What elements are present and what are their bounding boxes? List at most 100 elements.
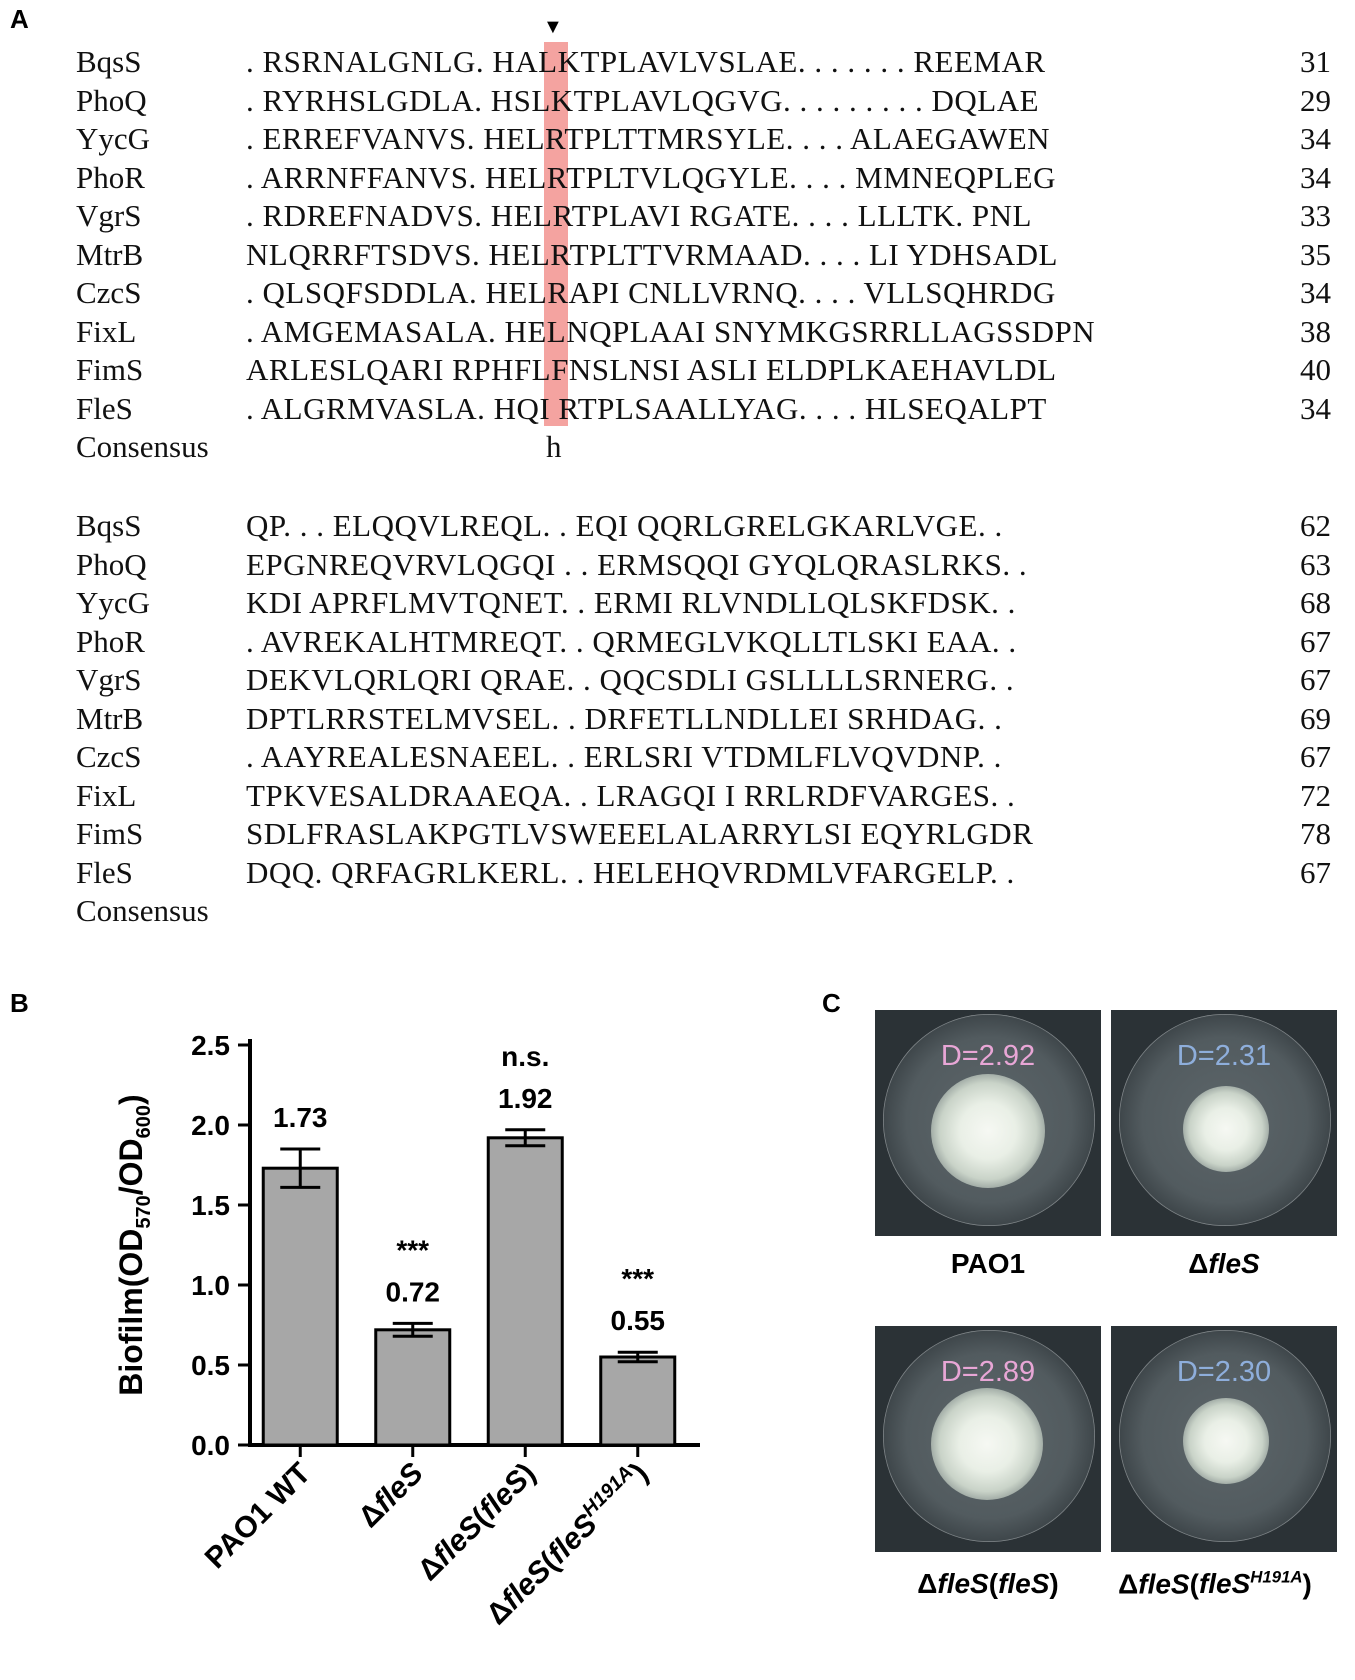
x-tick-label: PAO1 WT <box>199 1457 317 1575</box>
significance-label: n.s. <box>501 1041 549 1072</box>
sequence-residues: . AAYREALESNAEEL. . ERLSRI VTDMLFLVQVDNP… <box>246 739 1002 774</box>
diameter-label: D=2.92 <box>940 1040 1036 1072</box>
value-label: 0.55 <box>611 1305 666 1336</box>
sequence-name: PhoQ <box>76 546 147 582</box>
sequence-residues: DEKVLQRLQRI QRAE. . QQCSDLI GSLLLLSRNERG… <box>246 662 1015 697</box>
y-tick-label: 0.5 <box>191 1350 230 1381</box>
diameter-label: D=2.31 <box>1176 1040 1272 1072</box>
plate-bottom-left: D=2.89 <box>875 1326 1101 1552</box>
plate-caption-fles: ΔfleS <box>1188 1248 1260 1279</box>
y-tick-label: 1.0 <box>191 1270 230 1301</box>
biofilm-bar-chart: 0.00.51.01.52.02.5Biofilm(OD570/OD600)1.… <box>113 1030 700 1631</box>
sequence-name: VgrS <box>76 662 142 697</box>
sequence-name: MtrB <box>76 700 144 736</box>
plate-caption-h191a: ΔfleS(fleSH191A) <box>1118 1568 1312 1600</box>
sequence-residues: . ARRNFFANVS. HELRTPLTVLQGYLE. . . . MMN… <box>246 159 1056 195</box>
residue-position: 34 <box>1300 159 1331 195</box>
diameter-label: D=2.30 <box>1176 1356 1272 1388</box>
diameter-label: D=2.89 <box>940 1356 1036 1388</box>
colony <box>1183 1086 1269 1172</box>
residue-position: 68 <box>1300 585 1331 620</box>
residue-position: 34 <box>1300 121 1331 156</box>
bar <box>374 1328 452 1447</box>
colony <box>931 1074 1045 1188</box>
sequence-residues: . RSRNALGNLG. HALKTPLAVLVSLAE. . . . . .… <box>246 44 1046 79</box>
sequence-residues: QP. . . ELQQVLREQL. . EQI QQRLGRELGKARLV… <box>246 508 1003 543</box>
sequence-name: CzcS <box>76 739 142 774</box>
sequence-name: FimS <box>76 352 144 387</box>
residue-position: 67 <box>1300 739 1331 774</box>
consensus-label: Consensus <box>76 429 209 464</box>
histidine-highlight <box>544 42 568 426</box>
residue-position: 67 <box>1300 662 1331 697</box>
sequence-name: YycG <box>76 585 151 620</box>
residue-position: 35 <box>1300 236 1331 272</box>
sequence-name: PhoR <box>76 623 145 659</box>
sequence-residues: TPKVESALDRAAEQA. . LRAGQI I RRLRDFVARGES… <box>246 777 1016 813</box>
triangle-marker-icon: ▼ <box>543 16 563 38</box>
sequence-residues: KDI APRFLMVTQNET. . ERMI RLVNDLLQLSKFDSK… <box>246 585 1016 620</box>
colony <box>1183 1398 1269 1484</box>
bar <box>599 1355 677 1447</box>
sequence-residues: . RYRHSLGDLA. HSLKTPLAVLQGVG. . . . . . … <box>246 82 1040 118</box>
consensus-value: h <box>546 429 562 464</box>
colony <box>931 1388 1043 1500</box>
plate-caption-pao1: PAO1 <box>950 1248 1026 1279</box>
residue-position: 67 <box>1300 623 1331 659</box>
residue-position: 40 <box>1300 352 1331 387</box>
sequence-residues: NLQRRFTSDVS. HELRTPLTTVRMAAD. . . . LI Y… <box>246 236 1058 272</box>
residue-position: 67 <box>1300 854 1331 890</box>
sequence-residues: . AMGEMASALA. HELNQPLAAI SNYMKGSRRLLAGSS… <box>246 313 1096 349</box>
panel-letter-b: B <box>10 988 29 1018</box>
sequence-name: MtrB <box>76 236 144 272</box>
sequence-residues: . AVREKALHTMREQT. . QRMEGLVKQLLTLSKI EAA… <box>246 623 1017 659</box>
sequence-name: VgrS <box>76 198 142 233</box>
value-label: 1.73 <box>273 1102 328 1133</box>
sequence-residues: EPGNREQVRVLQGQI . . ERMSQQI GYQLQRASLRKS… <box>246 546 1028 582</box>
residue-position: 29 <box>1300 82 1331 118</box>
sequence-name: PhoQ <box>76 82 147 118</box>
sequence-name: PhoR <box>76 159 145 195</box>
residue-position: 34 <box>1300 275 1331 310</box>
sequence-residues: SDLFRASLAKPGTLVSWEEELALARRYLSI EQYRLGDR <box>246 816 1034 851</box>
plate-top-left: D=2.92 <box>875 1010 1101 1236</box>
sequence-name: BqsS <box>76 44 142 79</box>
residue-position: 33 <box>1300 198 1331 233</box>
bar <box>486 1136 564 1447</box>
sequence-name: CzcS <box>76 275 142 310</box>
sequence-residues: . ERREFVANVS. HELRTPLTTMRSYLE. . . . ALA… <box>246 121 1051 156</box>
residue-position: 62 <box>1300 508 1331 543</box>
sequence-residues: DPTLRRSTELMVSEL. . DRFETLLNDLLEI SRHDAG.… <box>246 700 1003 736</box>
y-tick-label: 2.5 <box>191 1030 230 1061</box>
sequence-residues: DQQ. QRFAGRLKERL. . HELEHQVRDMLVFARGELP.… <box>246 854 1015 890</box>
y-axis-label: Biofilm(OD570/OD600) <box>113 1094 155 1395</box>
plate-top-right: D=2.31 <box>1111 1010 1337 1236</box>
sequence-name: YycG <box>76 121 151 156</box>
consensus-label: Consensus <box>76 893 209 928</box>
residue-position: 72 <box>1300 777 1331 813</box>
bar <box>261 1166 339 1447</box>
sequence-name: FimS <box>76 816 144 851</box>
plate-bottom-right: D=2.30 <box>1111 1326 1337 1552</box>
sequence-name: FixL <box>76 313 137 349</box>
value-label: 0.72 <box>386 1276 441 1307</box>
x-tick-label: ΔfleS <box>352 1457 429 1534</box>
residue-position: 63 <box>1300 546 1331 582</box>
sequence-residues: ARLESLQARI RPHFLFNSLNSI ASLI ELDPLKAEHAV… <box>246 352 1057 387</box>
sequence-alignment: ▼ BqsS . RSRNALGNLG. HALKTPLAVLVSLAE. . .… <box>76 16 1331 928</box>
sequence-name: FleS <box>76 854 133 890</box>
panel-letter-a: A <box>10 4 29 34</box>
sequence-residues: . ALGRMVASLA. HQI RTPLSAALLYAG. . . . HL… <box>246 390 1047 426</box>
residue-position: 69 <box>1300 700 1331 736</box>
y-tick-label: 0.0 <box>191 1430 230 1461</box>
y-tick-label: 1.5 <box>191 1190 230 1221</box>
significance-label: *** <box>621 1263 654 1294</box>
significance-label: *** <box>396 1234 429 1265</box>
plate-caption-complement: ΔfleS(fleS) <box>917 1568 1059 1599</box>
sequence-residues: . QLSQFSDDLA. HELRAPI CNLLVRNQ. . . . VL… <box>246 275 1056 310</box>
value-label: 1.92 <box>498 1083 553 1114</box>
residue-position: 34 <box>1300 390 1331 426</box>
sequence-residues: . RDREFNADVS. HELRTPLAVI RGATE. . . . LL… <box>246 198 1032 233</box>
residue-position: 31 <box>1300 44 1331 79</box>
residue-position: 78 <box>1300 816 1331 851</box>
